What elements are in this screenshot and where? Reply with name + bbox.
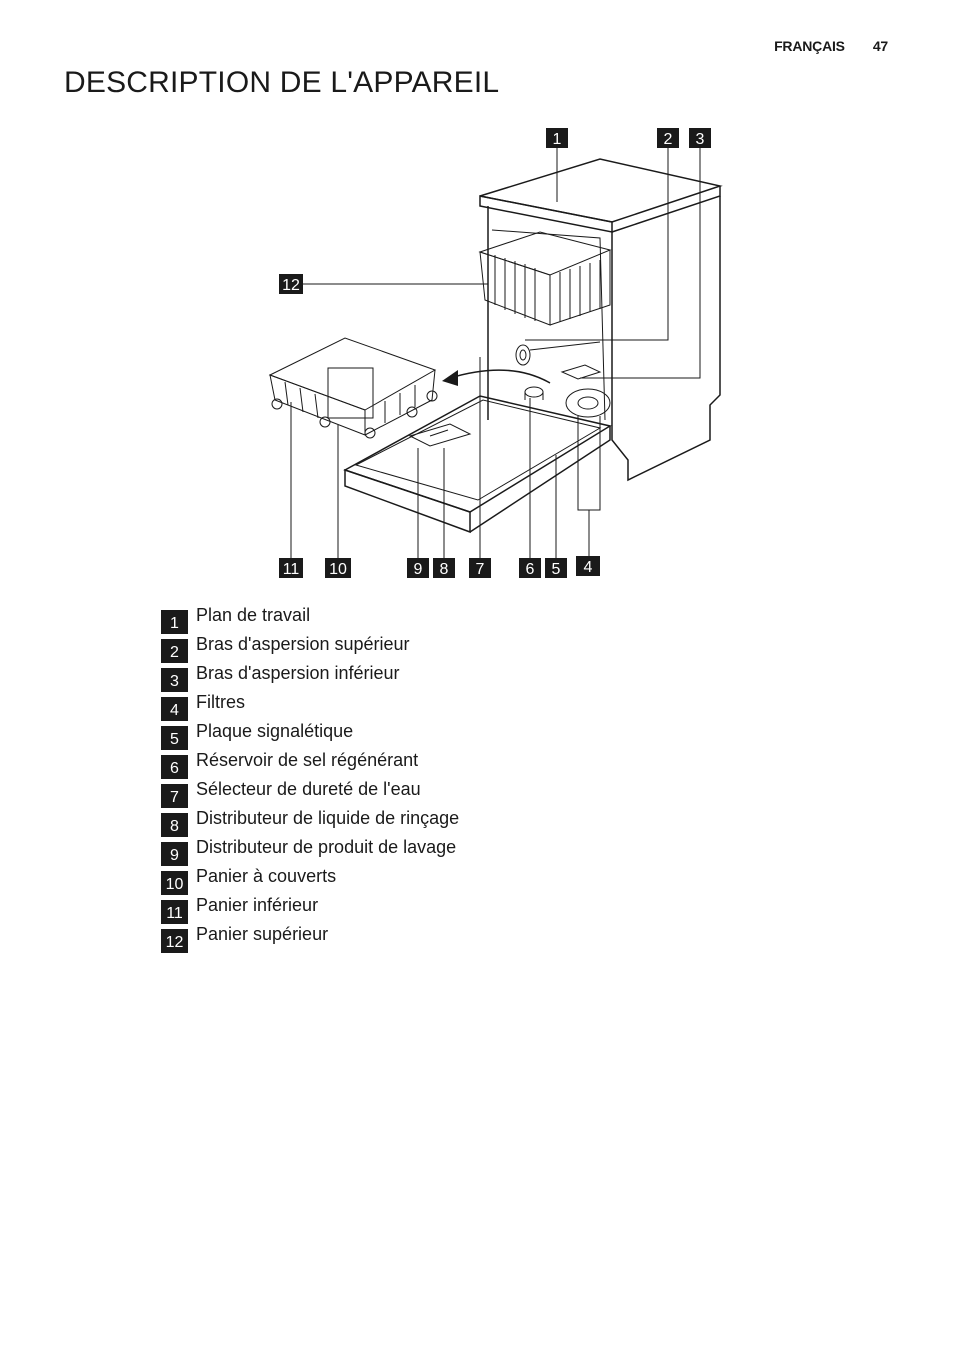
page-header: FRANÇAIS 47 <box>774 38 888 54</box>
legend-number: 10 <box>161 870 188 895</box>
legend-number: 8 <box>161 812 188 837</box>
callout-4: 4 <box>576 556 600 576</box>
callout-10: 10 <box>325 558 351 578</box>
legend-number: 6 <box>161 754 188 779</box>
legend-label: Distributeur de produit de lavage <box>196 836 457 857</box>
legend-label: Panier à couverts <box>196 865 337 886</box>
callout-5-label: 5 <box>552 561 561 578</box>
legend-item: 1 Plan de travail <box>161 604 459 634</box>
callout-10-label: 10 <box>329 561 347 578</box>
legend-item: 3 Bras d'aspersion inférieur <box>161 662 459 692</box>
legend-number: 9 <box>161 841 188 866</box>
parts-legend: 1 Plan de travail 2 Bras d'aspersion supér… <box>161 604 460 953</box>
legend-number: 5 <box>161 725 188 750</box>
legend-number: 11 <box>161 899 188 924</box>
legend-number: 2 <box>161 638 188 663</box>
legend-label: Filtres <box>196 691 245 712</box>
callout-12-label: 12 <box>282 277 300 294</box>
legend-label: Plan de travail <box>196 604 311 625</box>
legend-number: 1 <box>161 609 188 634</box>
callout-11: 11 <box>279 558 303 578</box>
legend-number: 4 <box>161 696 188 721</box>
legend-label: Sélecteur de dureté de l'eau <box>196 778 421 799</box>
callout-1: 1 <box>546 128 568 148</box>
callout-4-label: 4 <box>584 559 593 576</box>
legend-item: 2 Bras d'aspersion supérieur <box>161 633 459 663</box>
legend-item: 12 Panier supérieur <box>161 923 459 953</box>
legend-label: Distributeur de liquide de rinçage <box>196 807 460 828</box>
legend-number: 7 <box>161 783 188 808</box>
callout-1-label: 1 <box>553 131 562 148</box>
legend-item: 7 Sélecteur de dureté de l'eau <box>161 778 459 808</box>
header-language: FRANÇAIS <box>774 38 845 54</box>
legend-item: 8 Distributeur de liquide de rinçage <box>161 807 460 837</box>
callout-8: 8 <box>433 558 455 578</box>
page-title: DESCRIPTION DE L'APPAREIL <box>64 66 500 99</box>
legend-label: Plaque signalétique <box>196 720 354 741</box>
legend-label: Bras d'aspersion inférieur <box>196 662 400 683</box>
legend-label: Panier inférieur <box>196 894 319 915</box>
dishwasher-illustration <box>268 158 723 534</box>
callout-7: 7 <box>469 558 491 578</box>
callout-3: 3 <box>689 128 711 148</box>
callout-2-label: 2 <box>664 131 673 148</box>
legend-label: Réservoir de sel régénérant <box>196 749 419 770</box>
legend-label: Panier supérieur <box>196 923 329 944</box>
dishwasher-diagram: 1 2 3 12 11 10 9 8 7 6 5 4 <box>268 128 723 578</box>
callout-9: 9 <box>407 558 429 578</box>
callout-9-label: 9 <box>414 561 423 578</box>
callout-11-label: 11 <box>283 561 300 578</box>
callout-6: 6 <box>519 558 541 578</box>
legend-item: 6 Réservoir de sel régénérant <box>161 749 459 779</box>
callout-3-label: 3 <box>696 131 705 148</box>
callout-5: 5 <box>545 558 567 578</box>
header-page-number: 47 <box>872 38 888 54</box>
callout-12: 12 <box>279 274 303 294</box>
leader-lines <box>290 148 701 558</box>
legend-item: 5 Plaque signalétique <box>161 720 459 750</box>
legend-label: Bras d'aspersion supérieur <box>196 633 410 654</box>
callout-2: 2 <box>657 128 679 148</box>
callout-7-label: 7 <box>476 561 485 578</box>
legend-item: 11 Panier inférieur <box>161 894 459 924</box>
legend-number: 12 <box>161 928 188 953</box>
callout-6-label: 6 <box>526 561 535 578</box>
callout-8-label: 8 <box>440 561 449 578</box>
legend-item: 9 Distributeur de produit de lavage <box>161 836 459 866</box>
legend-item: 4 Filtres <box>161 691 459 721</box>
legend-number: 3 <box>161 667 188 692</box>
legend-item: 10 Panier à couverts <box>161 865 459 895</box>
